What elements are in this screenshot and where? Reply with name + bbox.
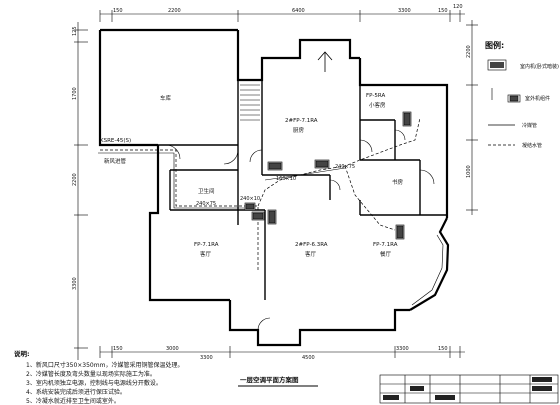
dim-top-end: 120 (453, 4, 463, 10)
room-kitchen-area: 厨房 (293, 126, 305, 134)
condensate-pipe-route (98, 152, 346, 209)
dim-right-2: 1000 (466, 165, 472, 178)
staircase (240, 84, 260, 121)
dim-left-1: 125 (72, 26, 78, 36)
dim-right-1: 2200 (466, 45, 472, 58)
room-living-main-area: 客厅 (305, 250, 317, 258)
legend-item-2: 室外机组件 (525, 95, 550, 102)
room-wc: 卫生间 (198, 187, 215, 195)
legend: 图例: 室内机(卧式暗装) 室外机组件 冷媒管 凝结水管 (485, 40, 559, 149)
room-dining-area: 餐厅 (380, 250, 392, 258)
room-kitchen-name: 2#FP-7.1RA (285, 118, 318, 124)
dim-left-4: 3300 (72, 277, 78, 290)
indoor-unit-main (267, 209, 277, 225)
room-guest-area: 小客房 (369, 101, 386, 109)
indoor-units (244, 111, 412, 240)
bottom-dimension-chain (99, 346, 465, 358)
duct-size-d: 160×10 (276, 176, 296, 182)
room-garage: 车库 (160, 94, 172, 102)
top-dimension-chain (99, 10, 465, 22)
dim-left-3: 2200 (72, 173, 78, 186)
title-block (379, 374, 559, 404)
dim-top-3: 6400 (292, 8, 305, 14)
dim-left-2: 1700 (72, 87, 78, 100)
notes-heading: 说明: (14, 349, 30, 358)
door-swings (165, 129, 435, 331)
dim-bottom-5: 150 (438, 346, 448, 352)
legend-item-3: 冷媒管 (522, 122, 537, 129)
left-dimension-chain (74, 22, 88, 360)
unit-tag: KSRE-45(S) (100, 138, 131, 144)
dim-bottom-3: 4500 (302, 355, 315, 361)
dim-bottom-total: 3300 (200, 355, 213, 361)
indoor-unit-hall (314, 159, 330, 169)
legend-item-4: 凝结水管 (522, 142, 542, 149)
indoor-unit-study (395, 224, 405, 240)
indoor-unit-living (251, 211, 265, 221)
dim-top-1: 150 (113, 8, 123, 14)
title-block-fills (383, 377, 552, 400)
pipe-label: 新风进管 (104, 157, 127, 165)
legend-title: 图例: (485, 40, 504, 50)
dim-bottom-2: 3000 (166, 346, 179, 352)
legend-item-1: 室内机(卧式暗装) (520, 63, 559, 70)
right-dimension-chain (466, 20, 478, 215)
room-living-left-area: 客厅 (200, 250, 212, 258)
refrigerant-pipe-route (100, 117, 421, 270)
drawing-title: 一层空调平面方案图 (240, 375, 299, 384)
note-line-1: 1、新风口尺寸350×350mm，冷媒管采用铜管保温处理。 (26, 361, 183, 369)
legend-symbol-indoor-unit (487, 59, 507, 71)
entrance-mark (317, 51, 333, 72)
room-dining-name: FP-7.1RA (373, 242, 398, 248)
legend-symbol-outdoor-unit (491, 88, 521, 103)
note-line-4: 4、系统安装完成后须进行保压试验。 (26, 388, 126, 396)
dim-top-2: 2200 (168, 8, 181, 14)
room-guest-name: FP-5RA (366, 93, 385, 99)
note-line-2: 2、冷媒管长度及弯头数量以现场实际施工为准。 (26, 370, 156, 378)
indoor-unit-right (402, 111, 412, 127)
dim-bottom-1: 150 (113, 346, 123, 352)
notes-block: 说明: 1、新风口尺寸350×350mm，冷媒管采用铜管保温处理。 2、冷媒管长… (14, 349, 183, 405)
note-line-5: 5、冷凝水就近排至卫生间或室外。 (26, 397, 120, 405)
duct-size-b: 240×10 (240, 196, 260, 202)
note-line-3: 3、室内机须独立电源，控制线与电源线分开敷设。 (26, 379, 162, 387)
duct-size-a: 240×75 (196, 201, 216, 207)
indoor-unit-corridor (244, 202, 256, 211)
dim-bottom-4: 3300 (396, 346, 409, 352)
indoor-unit-kitchen (267, 161, 283, 171)
bay-window (411, 234, 444, 306)
room-living-left-name: FP-7.1RA (194, 242, 219, 248)
dim-top-5: 150 (438, 8, 448, 14)
dim-top-4: 3300 (398, 8, 411, 14)
room-study: 书房 (392, 178, 404, 186)
room-living-main-name: 2#FP-6.3RA (295, 242, 328, 248)
duct-size-c: 240×75 (335, 164, 355, 170)
exterior-walls (98, 28, 450, 347)
